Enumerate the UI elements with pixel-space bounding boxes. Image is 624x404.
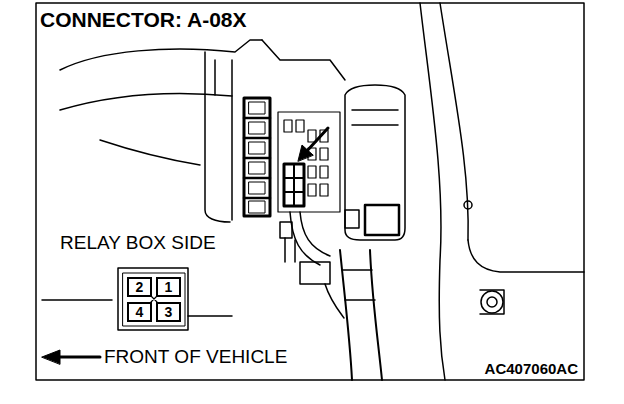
pin-cell: 4	[127, 302, 152, 322]
pin-number: 4	[136, 304, 144, 320]
fuse-block	[278, 112, 340, 212]
wiring-harness	[280, 212, 382, 380]
figure-code: AC407060AC	[485, 360, 578, 377]
leader-line	[42, 299, 112, 301]
title-holder: CONNECTOR: A-08X	[40, 8, 247, 32]
pin-number: 2	[136, 279, 144, 295]
relay-stack	[244, 98, 270, 216]
pin-cell: 1	[156, 277, 181, 297]
location-label: RELAY BOX SIDE	[60, 232, 216, 254]
pin-cell: 3	[156, 302, 181, 322]
label-holder: RELAY BOX SIDE	[60, 232, 216, 254]
connector-title: CONNECTOR: A-08X	[40, 8, 247, 32]
label-holder: AC407060AC	[485, 360, 578, 378]
connector-face	[42, 268, 232, 330]
front-arrow	[42, 350, 100, 364]
location-label: FRONT OF VEHICLE	[104, 346, 287, 368]
pin-number: 3	[165, 304, 173, 320]
pointer-arrow	[298, 128, 328, 161]
label-holder: FRONT OF VEHICLE	[104, 346, 287, 368]
pin-number: 1	[165, 279, 173, 295]
component	[345, 85, 405, 240]
leader-line	[188, 315, 232, 317]
pin-cell: 2	[127, 277, 152, 297]
housing	[60, 40, 345, 222]
target-connector	[284, 164, 304, 206]
body-panel	[420, 3, 584, 380]
frame	[36, 3, 584, 380]
